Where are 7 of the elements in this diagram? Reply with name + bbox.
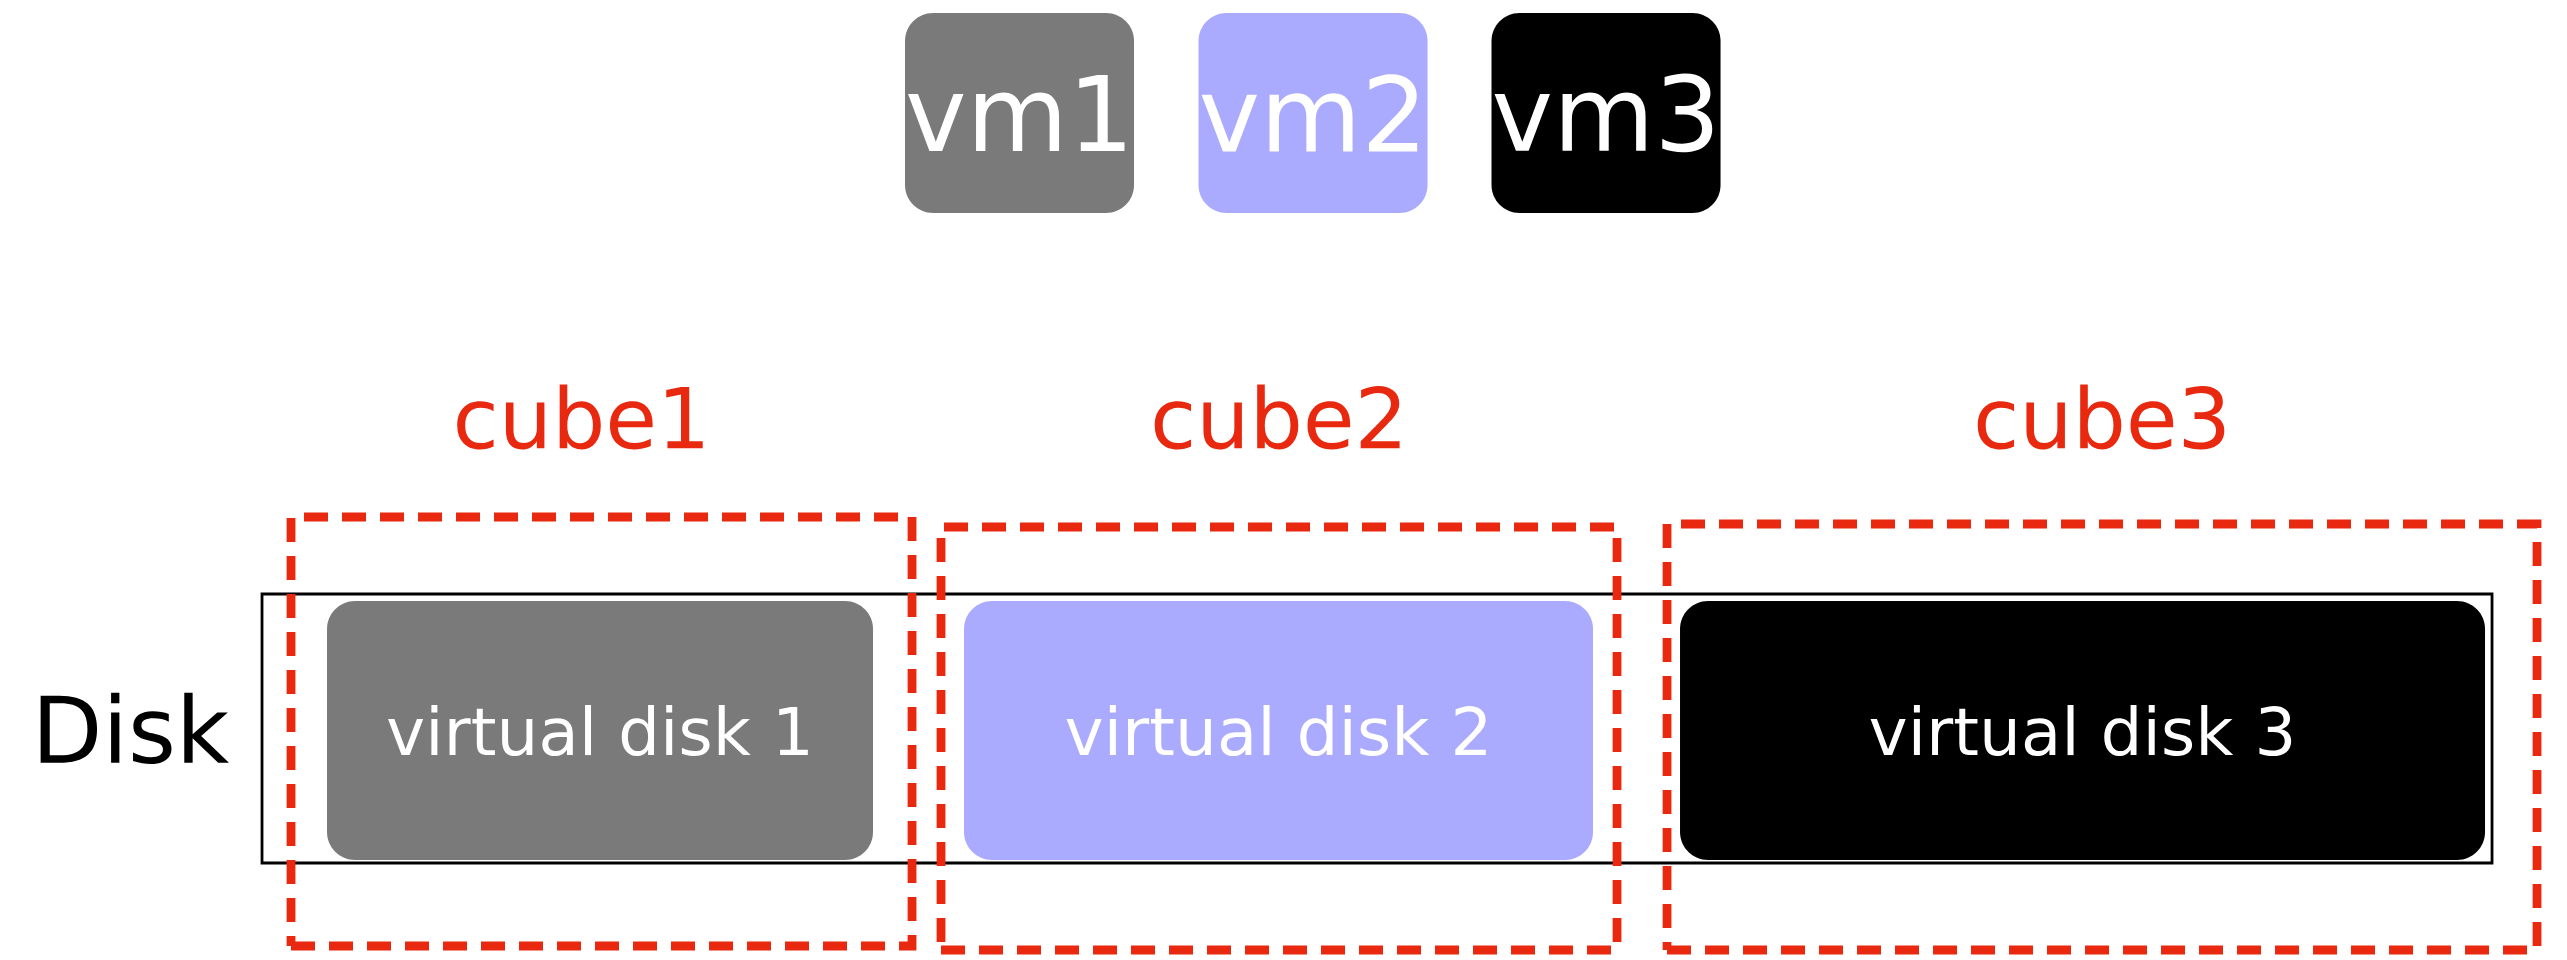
- node-label: cube2: [1154, 384, 1400, 450]
- vm-box: vm3: [1491, 13, 1721, 213]
- vm-box: vm2: [1198, 13, 1428, 213]
- vm-box: vm1: [905, 13, 1135, 213]
- node-label: cube3: [1977, 384, 2225, 450]
- node-label: Disk: [40, 692, 229, 765]
- node-label: cube1: [457, 384, 703, 450]
